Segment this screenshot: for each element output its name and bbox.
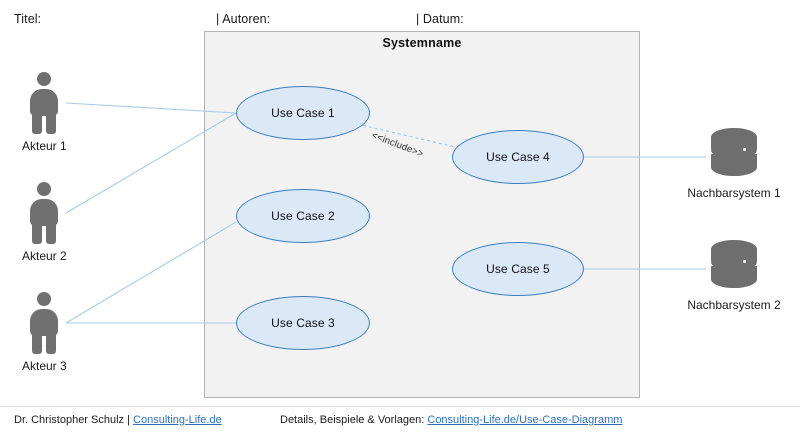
usecase-4-label: Use Case 4 <box>486 150 550 164</box>
actor-icon <box>22 72 66 134</box>
usecase-1[interactable]: Use Case 1 <box>236 86 370 140</box>
system-name-label: Systemname <box>382 36 462 50</box>
actor-1[interactable]: Akteur 1 <box>22 72 67 153</box>
footer-divider <box>0 406 800 407</box>
neighbour-system-2-label: Nachbarsystem 2 <box>687 298 781 312</box>
footer-author-link[interactable]: Consulting-Life.de <box>133 414 222 426</box>
actor-icon <box>22 182 66 244</box>
database-icon <box>711 128 757 180</box>
usecase-1-label: Use Case 1 <box>271 106 335 120</box>
actor-2[interactable]: Akteur 2 <box>22 182 67 263</box>
neighbour-system-1[interactable]: Nachbarsystem 1 <box>674 128 794 200</box>
footer-resources-link[interactable]: Consulting-Life.de/Use-Case-Diagramm <box>427 414 623 426</box>
footer-resources-text: Details, Beispiele & Vorlagen: <box>280 414 428 426</box>
usecase-5-label: Use Case 5 <box>486 262 550 276</box>
header-title-label: Titel: <box>14 12 42 26</box>
usecase-3-label: Use Case 3 <box>271 316 335 330</box>
footer-author: Dr. Christopher Schulz | Consulting-Life… <box>14 414 222 426</box>
header-date-label: | Datum: <box>416 12 464 26</box>
usecase-2-label: Use Case 2 <box>271 209 335 223</box>
database-icon <box>711 240 757 292</box>
footer-resources: Details, Beispiele & Vorlagen: Consultin… <box>280 414 622 426</box>
actor-3-label: Akteur 3 <box>22 359 67 373</box>
actor-1-label: Akteur 1 <box>22 139 67 153</box>
actor-2-label: Akteur 2 <box>22 249 67 263</box>
actor-3[interactable]: Akteur 3 <box>22 292 67 373</box>
footer-author-text: Dr. Christopher Schulz | <box>14 414 134 426</box>
usecase-4[interactable]: Use Case 4 <box>452 130 584 184</box>
usecase-2[interactable]: Use Case 2 <box>236 189 370 243</box>
usecase-5[interactable]: Use Case 5 <box>452 242 584 296</box>
actor-icon <box>22 292 66 354</box>
usecase-3[interactable]: Use Case 3 <box>236 296 370 350</box>
header-authors-label: | Autoren: <box>216 12 271 26</box>
neighbour-system-1-label: Nachbarsystem 1 <box>687 186 781 200</box>
neighbour-system-2[interactable]: Nachbarsystem 2 <box>674 240 794 312</box>
